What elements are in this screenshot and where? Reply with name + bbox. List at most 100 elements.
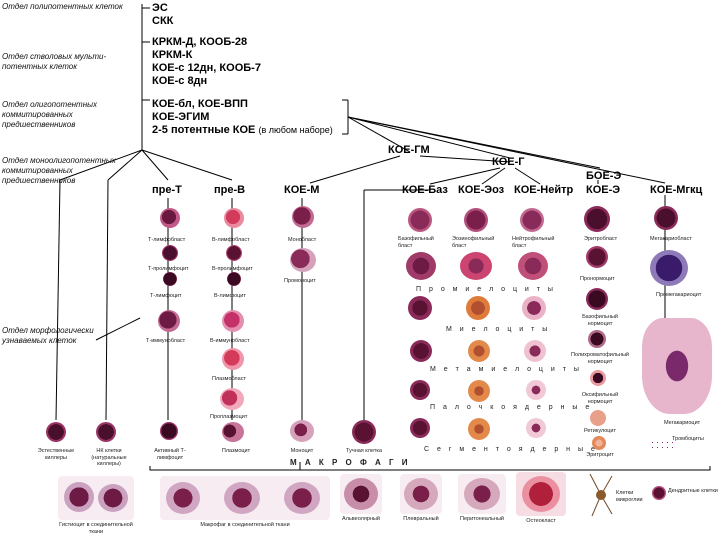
label-neut-blast: Нейтрофильный бласт (512, 236, 555, 249)
cell-baso-normocyte (586, 288, 608, 310)
cell-dendritic (652, 486, 666, 500)
cell-neut-promyelocyte (518, 252, 548, 280)
label-histiocyte: Гистиоцит в соединительной ткани (59, 522, 133, 535)
header-krkm-d: КРКМ-Д, КООБ-28 (152, 36, 248, 48)
header-group-1: ЭС СКК (152, 2, 173, 28)
cell-monoblast (292, 206, 314, 228)
section-morphologic: Отдел морфологически узнаваемых клеток (2, 326, 94, 345)
header-group-3: КОЕ-бл, КОЕ-ВПП КОЕ-ЭГИМ 2-5 потентные К… (152, 98, 333, 137)
header-skk: СКК (152, 15, 174, 27)
cell-t-lymphocyte (163, 272, 177, 286)
label-nk: НК клетки (натуральные киллеры) (91, 448, 127, 467)
section-stem-multipotent: Отдел стволовых мульти-потентных клеток (2, 52, 107, 71)
header-2-5-potent: 2-5 потентные КОЕ (152, 124, 256, 136)
cell-eos-promyelocyte (460, 252, 492, 280)
row-myelocytes: М и е л о ц и т ы (446, 326, 551, 333)
macrophage-connective (160, 476, 330, 520)
cell-t-prolymphocyte (162, 245, 178, 261)
cell-connective-c (284, 482, 320, 514)
row-metamyelocytes: М е т а м и е л о ц и т ы (430, 366, 582, 373)
cell-neut-blast (520, 208, 544, 232)
label-koe-mgkc: КОЕ-Мгкц (650, 184, 703, 196)
cell-t-lymphoblast (160, 208, 180, 228)
label-b-lymphocyte: В-лимфоцит (214, 293, 246, 299)
cell-nk (96, 422, 116, 442)
label-erythroblast: Эритробласт (584, 236, 618, 242)
cell-baso-blast (408, 208, 432, 232)
label-eos-blast: Эозинофильный бласт (452, 236, 495, 249)
section-oligopotent: Отдел олигопотентных коммитированных пре… (2, 100, 97, 129)
cell-connective-b (224, 482, 260, 514)
cell-erythroblast (584, 206, 610, 232)
label-t-lymphoblast: Т-лимфобласт (148, 237, 186, 243)
label-b-immunoblast: В-иммунобласт (210, 338, 250, 344)
cell-eos-band (468, 380, 490, 402)
label-erythrocyte: Эритроцит (586, 452, 614, 458)
cell-baso-segmented (410, 418, 430, 438)
cell-neut-band (526, 380, 546, 400)
cell-pronormocyte (586, 246, 608, 268)
label-b-prolymphocyte: В-пролимфоцит (212, 266, 253, 272)
row-segmented: С е г м е н т о я д е р н ы е (424, 446, 598, 453)
header-koe-bl: КОЕ-бл, КОЕ-ВПП (152, 98, 248, 110)
cell-tissue-baso (352, 420, 376, 444)
label-promonocyte: Промоноцит (284, 278, 316, 284)
section-monopotent: Отдел моноолигопотентных коммитированных… (2, 156, 116, 185)
label-monocyte: Моноцит (290, 448, 314, 454)
cell-alveolar (344, 478, 378, 510)
header-group-2: КРКМ-Д, КООБ-28 КРКМ-К КОЕ-с 12дн, КООБ-… (152, 36, 261, 88)
cell-neut-myelocyte (522, 296, 546, 320)
label-t-prolymphocyte: Т-пролимфоцит (148, 266, 189, 272)
cell-b-prolymphocyte (226, 245, 242, 261)
thrombocytes-icon (650, 440, 674, 450)
macrophage-pleural (400, 474, 442, 514)
label-monoblast: Монобласт (288, 237, 317, 243)
cell-histiocyte-b (98, 484, 128, 512)
cell-poly-normocyte (588, 330, 606, 348)
cell-osteoclast (522, 476, 560, 512)
macrophage-histiocyte (58, 476, 134, 520)
label-glia: Клетки микроглии (616, 490, 643, 503)
cell-histiocyte-a (64, 482, 94, 512)
label-active-t: Активный Т-лимфоцит (154, 448, 186, 461)
cell-plasmoblast (222, 348, 244, 370)
cell-plasmocyte (222, 422, 244, 442)
label-killer: Эстественные киллеры (37, 448, 75, 461)
cell-proplasmocyte (220, 388, 244, 410)
label-alveolar: Альвеолярный (342, 516, 380, 522)
cell-erythrocyte (592, 436, 606, 450)
cell-reticulocyte (590, 410, 606, 426)
cell-eos-myelocyte (466, 296, 490, 320)
label-b-lymphoblast: В-лимфобласт (212, 237, 250, 243)
macrophage-alveolar (340, 474, 382, 514)
label-koe-eoz: КОЕ-Эоз (458, 184, 505, 196)
label-connective: Макрофаг в соединительной ткани (200, 522, 290, 528)
header-koe-8: КОЕ-с 8дн (152, 75, 208, 87)
cell-b-immunoblast (222, 310, 244, 332)
header-es: ЭС (152, 2, 168, 14)
label-koe-neitr: КОЕ-Нейтр (514, 184, 574, 196)
label-thrombocytes: Тромбоциты (672, 436, 704, 442)
label-reticulocyte: Ретикулоцит (583, 428, 617, 434)
cell-monocyte (290, 420, 314, 442)
label-dendritic: Дендритные клетки (668, 488, 718, 494)
label-koe-baz: КОЕ-Баз (402, 184, 448, 196)
label-tissue-baso: Тучная клетка (346, 448, 382, 454)
label-t-immunoblast: Т-иммунобласт (146, 338, 186, 344)
cell-b-lymphoblast (224, 208, 244, 228)
label-megakaryoblast: Мегакариобласт (650, 236, 692, 242)
cell-peritoneal (464, 478, 500, 510)
header-koe-egim: КОЕ-ЭГИМ (152, 111, 210, 123)
label-pleural: Плевральный (403, 516, 439, 522)
label-poly-normocyte: Полихроматофильный нормоцит (570, 352, 629, 365)
label-megakaryocyte: Мегакариоцит (664, 420, 701, 426)
row-promyelocytes: П р о м и е л о ц и т ы (416, 286, 556, 293)
label-baso-normocyte: Базофильный нормоцит (582, 314, 618, 327)
cell-oxy-normocyte (590, 370, 606, 386)
label-boe-e: БОЕ-Э (586, 170, 622, 182)
label-peritoneal: Перитонеальный (460, 516, 504, 522)
header-koe-12: КОЕ-с 12дн, КООБ-7 (152, 62, 261, 74)
cell-megakaryoblast (654, 206, 678, 230)
label-baso-blast: Базофильный бласт (398, 236, 434, 249)
